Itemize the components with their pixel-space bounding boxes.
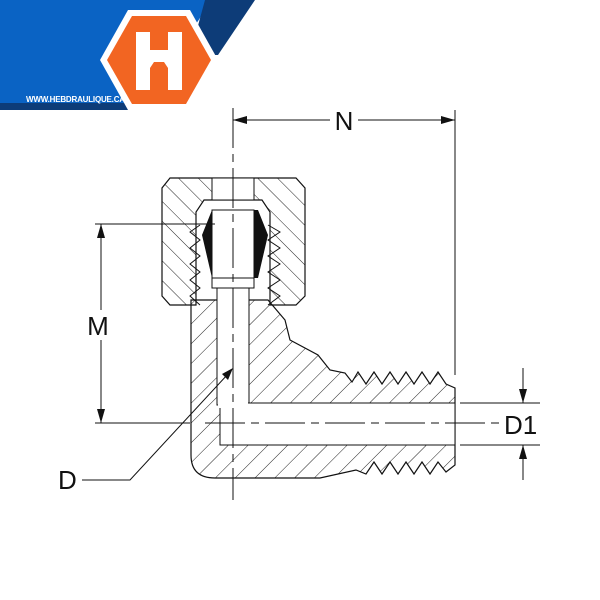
m-arrow-top: [97, 224, 105, 238]
n-arrow-right: [441, 116, 455, 124]
horizontal-bore: [219, 402, 456, 446]
d-leader-line: [82, 373, 229, 481]
dimension-label-n: N: [335, 106, 354, 136]
brand-banner: [0, 0, 255, 110]
website-url: WWW.HEBDRAULIQUE.CA: [26, 95, 125, 104]
n-arrow-left: [233, 116, 247, 124]
dimension-label-d: D: [58, 465, 77, 495]
fitting-nut: [161, 177, 306, 306]
m-arrow-bottom: [97, 409, 105, 423]
dimension-label-d1: D1: [504, 410, 537, 440]
nut-thread-right: [267, 224, 281, 306]
logo-icon: [100, 10, 218, 110]
nut-thread-left: [189, 224, 201, 306]
banner-bottom-strip: [0, 103, 150, 110]
d1-arrow-bottom: [519, 445, 527, 459]
d-arrow: [222, 368, 233, 380]
d1-arrow-top: [519, 389, 527, 403]
dimension-label-m: M: [87, 311, 109, 341]
